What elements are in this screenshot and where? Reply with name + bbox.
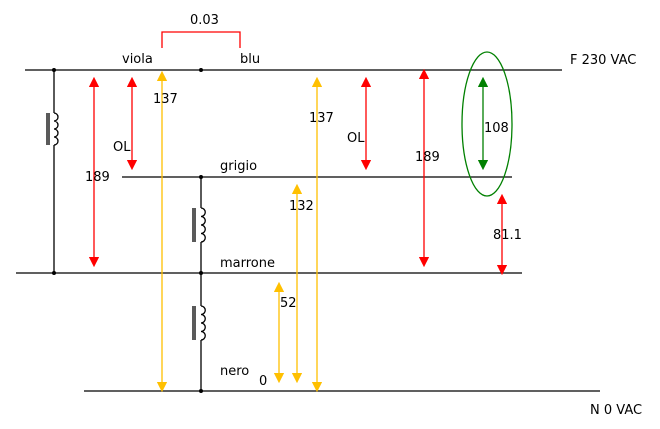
measure-viola-blu: 0.03	[190, 13, 219, 28]
left-transformer-winding	[46, 70, 59, 273]
wire-label-grigio: grigio	[220, 159, 257, 174]
measure-ol-left: OL	[113, 140, 131, 155]
measure-grigio-marrone: 81.1	[493, 228, 522, 243]
wire-label-nero: nero	[220, 364, 249, 379]
measure-f-grigio: 108	[484, 121, 509, 136]
measure-f-marrone-left: 189	[85, 170, 110, 185]
measure-grigio-n: 132	[289, 199, 314, 214]
center-transformer-windings	[192, 177, 206, 391]
wire-label-marrone: marrone	[220, 256, 275, 271]
measure-marrone-n: 52	[280, 296, 297, 311]
highlight-ellipse	[461, 51, 513, 197]
measure-f-marrone-right: 189	[415, 150, 440, 165]
wire-label-blu: blu	[240, 52, 260, 67]
viola-blu-bracket	[161, 31, 241, 48]
measure-nero-n: 0	[259, 374, 267, 389]
measure-viola-n: 137	[153, 92, 178, 107]
wire-label-viola: viola	[122, 52, 153, 67]
measure-ol-right: OL	[347, 131, 365, 146]
junction-dots	[52, 68, 203, 393]
measure-blu-n: 137	[309, 111, 334, 126]
phase-rail-label: F 230 VAC	[570, 53, 636, 68]
neutral-rail-label: N 0 VAC	[590, 403, 642, 418]
